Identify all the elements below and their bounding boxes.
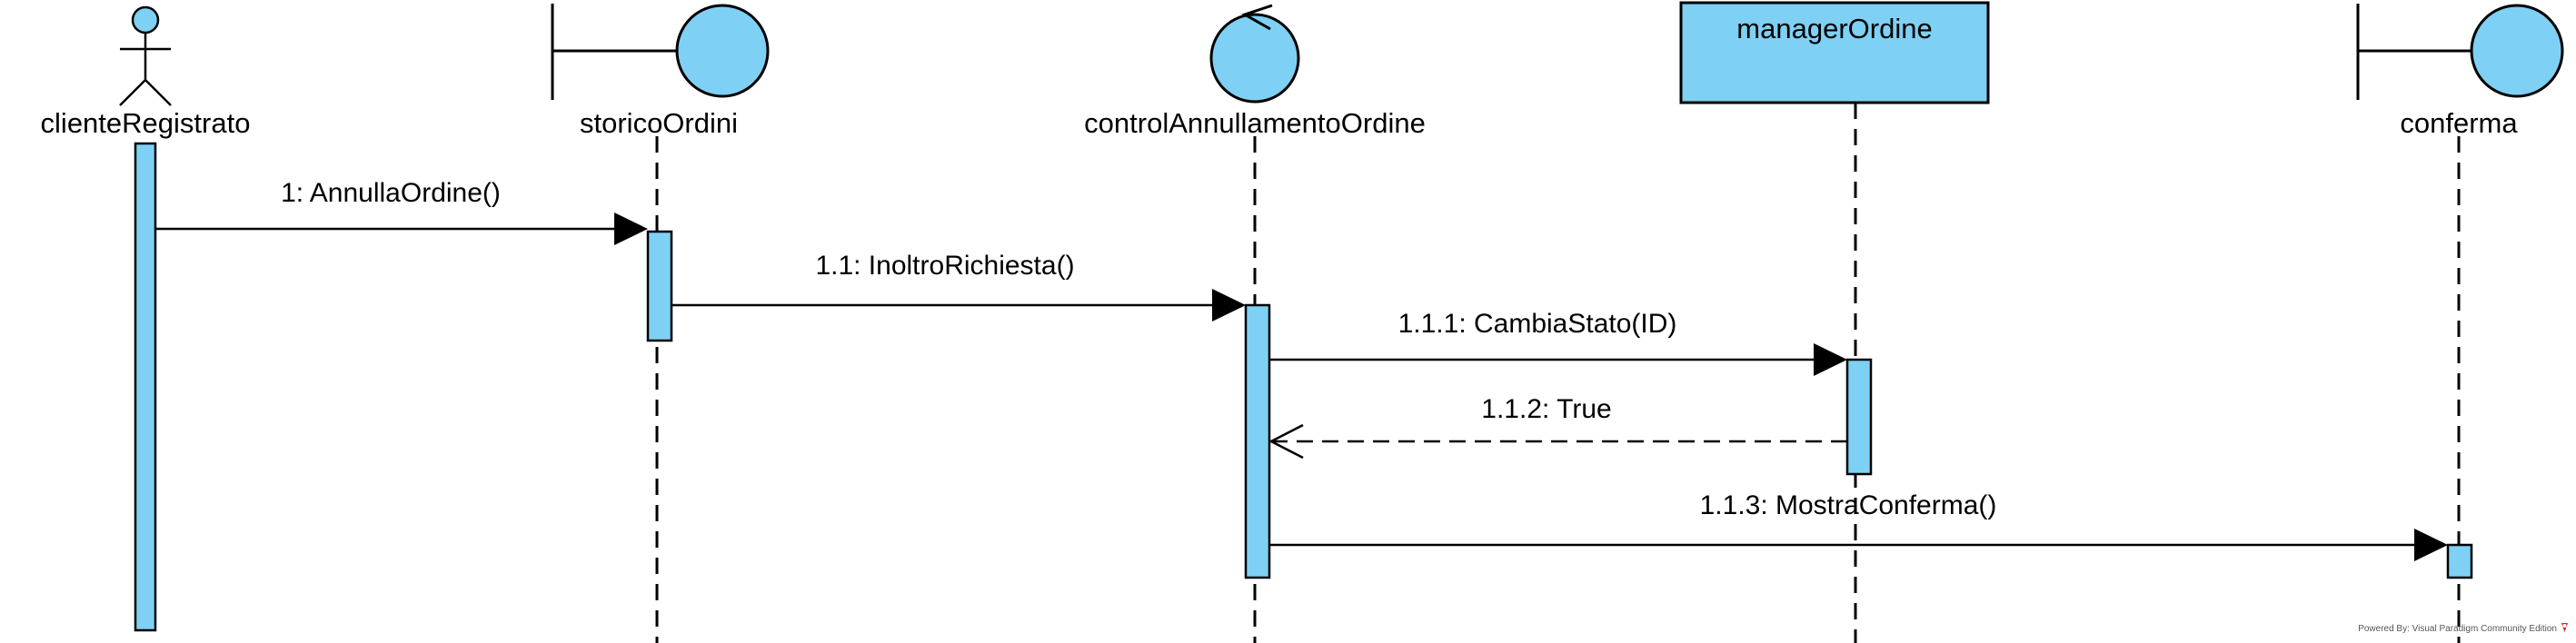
boundary-icon <box>2356 4 2564 100</box>
message-label: 1: AnnullaOrdine() <box>281 178 501 208</box>
activation-bar-storicoOrdini <box>646 230 673 342</box>
activation-bar-conferma <box>2446 543 2473 579</box>
message-label: 1.1.3: MostraConferma() <box>1700 490 1997 520</box>
activation-bar-controlAnnullamentoOrdine <box>1244 303 1271 579</box>
participant-storicoOrdini: storicoOrdini <box>551 4 770 139</box>
arrowhead-icon <box>1814 343 1847 376</box>
participant-clienteRegistrato: clienteRegistrato <box>41 5 251 139</box>
arrowhead-icon <box>1212 289 1246 322</box>
participant-managerOrdine: managerOrdine <box>1679 1 1990 104</box>
arrowhead-icon <box>2414 529 2448 561</box>
message-3: 1.1.1: CambiaStato(ID) <box>1269 309 1847 376</box>
footer-text: Powered By: Visual Paradigm Community Ed… <box>2358 624 2557 634</box>
message-5: 1.1.3: MostraConferma() <box>1269 490 2448 561</box>
message-label: 1.1: InoltroRichiesta() <box>815 251 1074 281</box>
boundary-icon <box>551 4 770 100</box>
participant-conferma: conferma <box>2356 4 2564 139</box>
message-2: 1.1: InoltroRichiesta() <box>671 251 1246 322</box>
actor-icon <box>119 5 172 106</box>
activation-bar-clienteRegistrato <box>134 142 157 632</box>
participant-label: controlAnnullamentoOrdine <box>1084 107 1426 139</box>
message-1: 1: AnnullaOrdine() <box>155 178 648 245</box>
participant-label: conferma <box>2400 107 2518 139</box>
participant-label: clienteRegistrato <box>41 107 251 139</box>
participant-label: storicoOrdini <box>580 107 738 139</box>
object-box <box>1679 1 1990 104</box>
arrowhead-icon <box>614 213 648 245</box>
activation-bar-managerOrdine <box>1845 358 1873 476</box>
footer-watermark: Powered By: Visual Paradigm Community Ed… <box>2358 623 2568 634</box>
logo-icon <box>2561 623 2568 632</box>
message-label: 1.1.2: True <box>1481 394 1611 424</box>
message-4: 1.1.2: True <box>1268 394 1847 460</box>
control-icon <box>1209 4 1300 104</box>
participant-label: managerOrdine <box>1736 13 1932 45</box>
open-arrowhead-icon <box>1268 423 1304 460</box>
message-label: 1.1.1: CambiaStato(ID) <box>1398 309 1677 339</box>
participant-controlAnnullamentoOrdine: controlAnnullamentoOrdine <box>1084 4 1426 139</box>
